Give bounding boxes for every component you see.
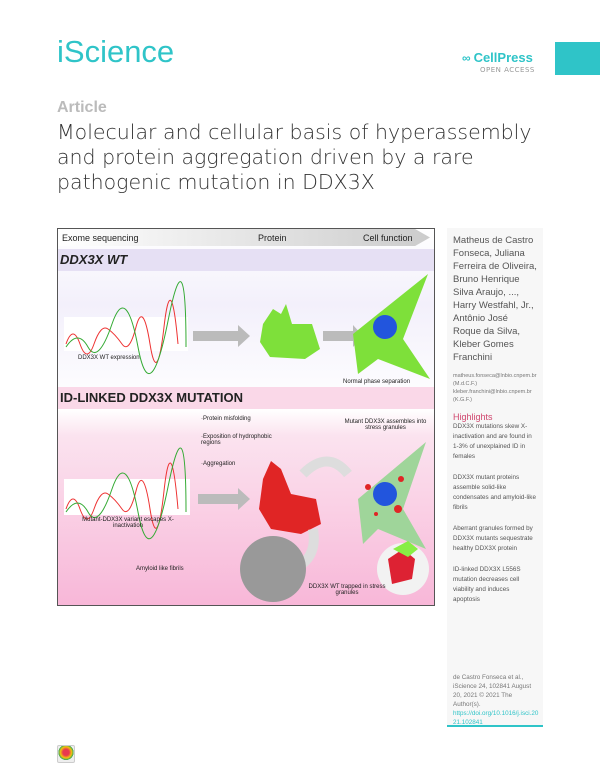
- citation: de Castro Fonseca et al., iScience 24, 1…: [453, 674, 532, 708]
- wt-protein: [260, 304, 320, 359]
- mutant-assembles-label: Mutant DDX3X assembles into stress granu…: [344, 419, 427, 431]
- mutant-variant-label: Mutant-DDX3X variant escapes X-inactivat…: [82, 517, 174, 529]
- article-title: Molecular and cellular basis of hyperass…: [57, 120, 532, 194]
- highlight-item: DDX3X mutations skew X-inactivation and …: [453, 423, 532, 460]
- highlight-item: ID-linked DDX3X L556S mutation decreases…: [453, 566, 521, 603]
- doi-link[interactable]: https://doi.org/10.1016/j.isci.2021.1028…: [453, 710, 539, 726]
- flow-arrow: [58, 229, 430, 246]
- corresponding-emails[interactable]: matheus.fonseca@lnbio.cnpem.br (M.d.C.F.…: [453, 373, 537, 403]
- article-type: Article: [57, 99, 107, 116]
- mutant-protein: [259, 461, 321, 534]
- journal-name: iScience: [57, 34, 175, 69]
- bullet-aggregation: ·Aggregation: [201, 461, 236, 467]
- check-for-updates-badge[interactable]: [57, 745, 75, 763]
- chromatogram-wt: [64, 317, 188, 351]
- label-cell-function: Cell function: [363, 233, 413, 243]
- normal-phase-label: Normal phase separation: [343, 379, 411, 385]
- bullet-exposition: ·Exposition of hydrophobic regions: [201, 434, 272, 446]
- mutation-section-title: ID-LINKED DDX3X MUTATION: [58, 387, 434, 409]
- trapped-label: DDX3X WT trapped in stress granules: [308, 584, 386, 596]
- graphical-abstract: Exome sequencing Protein Cell function D…: [57, 228, 435, 606]
- wt-section-title: DDX3X WT: [58, 249, 434, 271]
- authors: Matheus de Castro Fonseca, Juliana Ferre…: [453, 235, 537, 363]
- publisher-logo[interactable]: ∞CellPress: [462, 50, 533, 65]
- label-exome: Exome sequencing: [62, 233, 139, 243]
- open-access-label: OPEN ACCESS: [480, 66, 535, 74]
- highlight-item: Aberrant granules formed by DDX3X mutant…: [453, 525, 533, 552]
- accent-block: [555, 42, 600, 75]
- highlights-title: Highlights: [453, 412, 493, 422]
- chromatogram-mut: [64, 479, 190, 515]
- sidebar: Matheus de Castro Fonseca, Juliana Ferre…: [447, 228, 543, 727]
- label-protein: Protein: [258, 233, 287, 243]
- highlight-item: DDX3X mutant proteins assemble solid-lik…: [453, 474, 536, 511]
- bullet-misfolding: ·Protein misfolding: [201, 416, 251, 422]
- cellpress-link-icon: ∞: [462, 51, 471, 65]
- fibrils-label: Amyloid like fibrils: [136, 566, 184, 572]
- publisher-name: CellPress: [473, 50, 533, 65]
- abstract-illustration: [64, 274, 430, 602]
- fibrils-image: [240, 536, 306, 602]
- wt-expression-label: DDX3X WT expression: [78, 355, 140, 361]
